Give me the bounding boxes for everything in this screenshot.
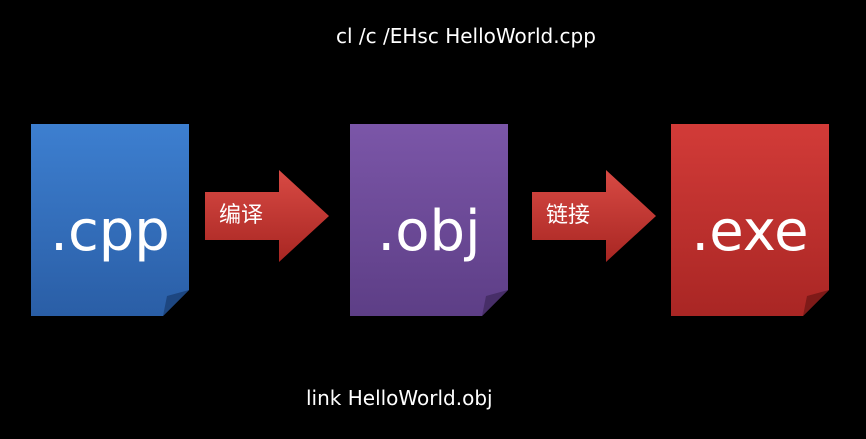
exe-file-label: .exe: [691, 199, 809, 264]
compile-command: cl /c /EHsc HelloWorld.cpp: [336, 24, 596, 48]
link-arrow: 链接: [532, 170, 656, 262]
cpp-file-icon: .cpp: [31, 124, 189, 316]
exe-document-shape: [671, 124, 829, 316]
compile-arrow-label: 编译: [219, 203, 264, 228]
cpp-document-shape: [31, 124, 189, 316]
link-command: link HelloWorld.obj: [306, 386, 493, 410]
cpp-file-label: .cpp: [50, 199, 170, 264]
exe-file-icon: .exe: [671, 124, 829, 316]
obj-file-label: .obj: [377, 199, 481, 264]
link-arrow-shape: [532, 170, 656, 262]
obj-document-shape: [350, 124, 508, 316]
compile-arrow-shape: [205, 170, 329, 262]
compile-arrow: 编译: [205, 170, 329, 262]
obj-file-icon: .obj: [350, 124, 508, 316]
link-arrow-label: 链接: [546, 203, 591, 228]
